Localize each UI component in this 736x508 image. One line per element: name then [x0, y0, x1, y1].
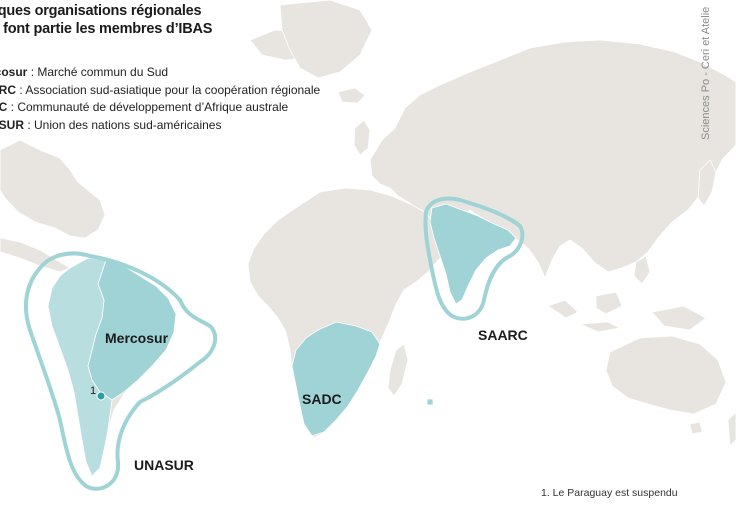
north-america: [0, 139, 106, 239]
philippines: [633, 255, 651, 285]
legend-item-sadc: DC : Communauté de développement d’Afriq…: [0, 99, 320, 117]
member-highlights: [47, 203, 517, 477]
label-mercosur: Mercosur: [105, 330, 169, 346]
legend-abbr: rcosur: [0, 65, 28, 79]
footnote: 1. Le Paraguay est suspendu: [541, 487, 678, 499]
tasmania: [689, 421, 703, 435]
label-saarc: SAARC: [478, 327, 528, 343]
title-line-1: elques organisations régionales: [0, 3, 202, 19]
legend-item-saarc: ARC : Association sud-asiatique pour la …: [0, 82, 320, 100]
new-zealand: [727, 411, 736, 447]
legend-item-unasur: ASUR : Union des nations sud-américaines: [0, 117, 320, 135]
britain: [353, 119, 371, 156]
label-unasur: UNASUR: [134, 457, 194, 473]
madagascar: [387, 343, 409, 397]
unasur-area: [47, 257, 113, 477]
japan: [697, 159, 717, 207]
saarc-area: [429, 203, 517, 305]
legend-desc: : Communauté de développement d’Afrique …: [7, 100, 289, 114]
greenland: [279, 0, 373, 79]
legend-abbr: DC: [0, 100, 8, 114]
mauritius: [426, 398, 434, 406]
credit: Sciences Po - Ceri et Atelie: [700, 6, 712, 140]
sumatra: [547, 299, 579, 319]
australia: [605, 335, 727, 415]
org-outlines: [23, 196, 525, 491]
unasur-outline: [23, 251, 218, 491]
legend-desc: : Union des nations sud-américaines: [24, 117, 222, 132]
legend-abbr: ARC: [0, 82, 16, 97]
sadc-area: [291, 321, 381, 437]
central-america: [0, 237, 71, 273]
label-sadc: SADC: [302, 391, 342, 407]
paraguay-dot: [96, 391, 106, 401]
new-guinea: [651, 305, 707, 331]
java: [579, 321, 622, 333]
legend-desc: : Marché commun du Sud: [27, 65, 169, 79]
legend-item-mercosur: rcosur : Marché commun du Sud: [0, 64, 320, 82]
legend: rcosur : Marché commun du Sud ARC : Asso…: [0, 64, 320, 134]
borneo: [595, 291, 623, 315]
saarc-outline: [423, 196, 525, 321]
legend-abbr: ASUR: [0, 117, 25, 132]
iceland: [337, 87, 366, 104]
map-title: elques organisations régionales nt font …: [0, 2, 212, 38]
legend-desc: : Association sud-asiatique pour la coop…: [16, 82, 321, 97]
title-line-2: nt font partie les membres d’IBAS: [0, 21, 213, 37]
footnote-marker: 1: [90, 385, 97, 397]
